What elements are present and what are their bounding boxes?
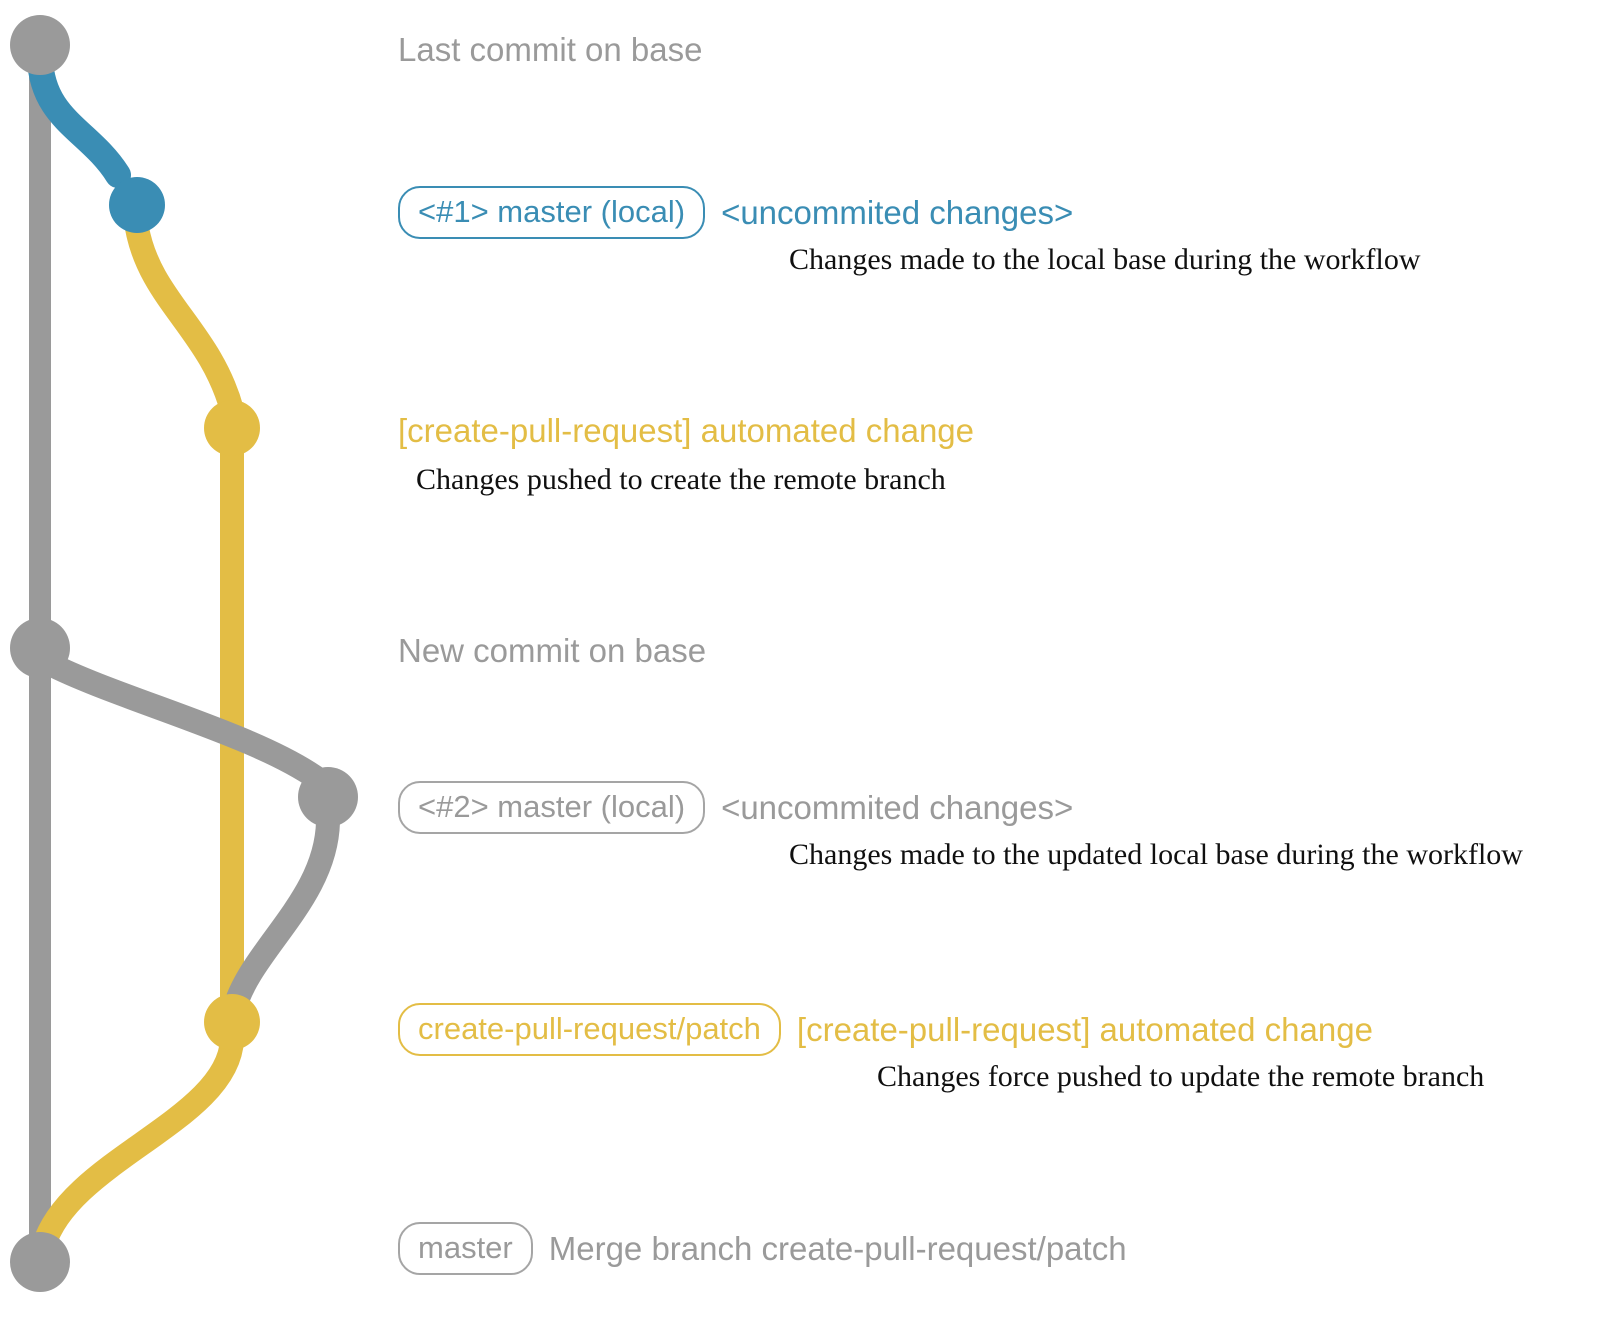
commit-node-remote-1[interactable] bbox=[204, 400, 260, 456]
edge-remote2-to-merge bbox=[32, 1028, 244, 1257]
edge-local2-to-remote2 bbox=[222, 810, 340, 1022]
branch-badge-master-local-1[interactable]: <#1> master (local) bbox=[398, 186, 706, 239]
commit-message-last-commit: Last commit on base bbox=[398, 31, 703, 68]
row-master-local-1: <#1> master (local) <uncommited changes> bbox=[398, 186, 1073, 239]
edge-basenew-to-local2 bbox=[36, 651, 334, 794]
branch-badge-create-pull-request-patch[interactable]: create-pull-request/patch bbox=[398, 1003, 781, 1056]
row-last-commit-on-base: Last commit on base bbox=[398, 33, 702, 66]
commit-node-local-2[interactable] bbox=[298, 767, 358, 827]
note-local-base-changes: Changes made to the local base during th… bbox=[789, 243, 1421, 276]
note-updated-local-base-changes: Changes made to the updated local base d… bbox=[789, 838, 1523, 871]
commit-message-uncommited-1: <uncommited changes> bbox=[721, 194, 1074, 231]
row-master-local-2: <#2> master (local) <uncommited changes> bbox=[398, 781, 1073, 834]
row-merge: master Merge branch create-pull-request/… bbox=[398, 1222, 1127, 1275]
commit-node-remote-2[interactable] bbox=[204, 994, 260, 1050]
edge-base-to-local1 bbox=[27, 45, 131, 188]
row-automated-change-1: [create-pull-request] automated change bbox=[398, 414, 974, 447]
branch-badge-master[interactable]: master bbox=[398, 1222, 533, 1275]
edge-local1-to-remote1 bbox=[125, 216, 244, 422]
commit-node-merge[interactable] bbox=[10, 1232, 70, 1292]
commit-message-new-commit: New commit on base bbox=[398, 632, 707, 669]
commit-message-uncommited-2: <uncommited changes> bbox=[721, 789, 1074, 826]
commit-message-automated-change-1: [create-pull-request] automated change bbox=[398, 412, 975, 449]
branch-badge-master-local-2[interactable]: <#2> master (local) bbox=[398, 781, 706, 834]
commit-message-merge-branch: Merge branch create-pull-request/patch bbox=[548, 1230, 1127, 1267]
commit-message-automated-change-2: [create-pull-request] automated change bbox=[796, 1011, 1373, 1048]
note-force-pushed-update-remote: Changes force pushed to update the remot… bbox=[877, 1060, 1485, 1093]
row-patch-branch: create-pull-request/patch [create-pull-r… bbox=[398, 1003, 1373, 1056]
row-new-commit-on-base: New commit on base bbox=[398, 634, 706, 667]
commit-node-base-new[interactable] bbox=[10, 618, 70, 678]
commit-node-local-1[interactable] bbox=[109, 177, 165, 233]
note-pushed-create-remote: Changes pushed to create the remote bran… bbox=[416, 463, 946, 496]
commit-node-base-last[interactable] bbox=[10, 15, 70, 75]
